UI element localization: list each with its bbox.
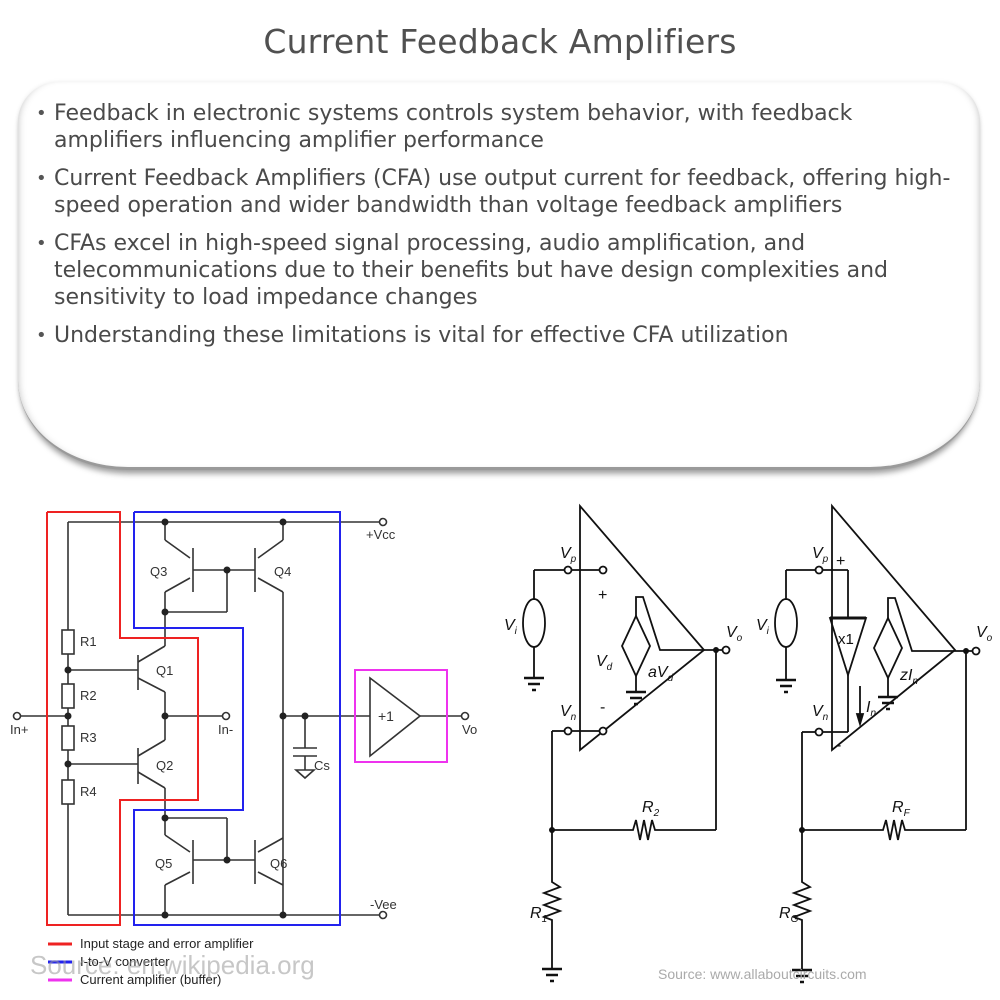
cfa-vo-label: Vo <box>976 624 993 644</box>
vfa-r2-label: R2 <box>642 799 660 819</box>
buffer-gain-label: +1 <box>378 708 394 724</box>
bullet-item: Current Feedback Amplifiers (CFA) use ou… <box>36 165 966 219</box>
r3-label: R3 <box>80 730 97 745</box>
legend-label: Input stage and error amplifier <box>80 936 254 951</box>
vfa-vi-label: Vi <box>504 617 518 637</box>
vfa-vd-label: Vd <box>596 653 613 673</box>
cfa-rf-label: RF <box>892 799 911 819</box>
bullet-list: Feedback in electronic systems controls … <box>36 100 966 360</box>
legend-label: I-to-V converter <box>80 954 170 969</box>
page-title: Current Feedback Amplifiers <box>263 22 737 61</box>
in-plus-label: In+ <box>10 722 28 737</box>
cfa-rg-label: RG <box>779 905 799 925</box>
cfa-plus-label: + <box>836 553 845 570</box>
cfa-buffer-label: x1 <box>838 631 854 648</box>
q6-label: Q6 <box>270 856 287 871</box>
q2-label: Q2 <box>156 758 173 773</box>
source-watermark: Source: www.allaboutcircuits.com <box>658 966 867 982</box>
cfa-transistor-schematic: +Vcc -Vee Q3 Q4 Q1 Q2 Q5 Q6 R1 R2 R3 R4 … <box>10 511 477 987</box>
q1-label: Q1 <box>156 663 173 678</box>
r2-label: R2 <box>80 688 97 703</box>
vcc-label: +Vcc <box>366 527 396 542</box>
source-watermark: Source: en.wikipedia.org <box>30 950 315 980</box>
in-minus-label: In- <box>218 722 233 737</box>
bullet-item: Understanding these limitations is vital… <box>36 322 966 349</box>
vfa-vp-label: Vp <box>560 545 577 565</box>
bullet-item: Feedback in electronic systems controls … <box>36 100 966 154</box>
vfa-gain-label: aVd <box>648 664 674 684</box>
vfa-plus-label: + <box>598 587 607 604</box>
cfa-in-label: In <box>866 699 876 719</box>
amplifier-models: Vp Vi Vd aVd Vo Vn + - R2 R1 Vp + Vi x1 … <box>504 503 993 984</box>
legend-label: Current amplifier (buffer) <box>80 972 221 987</box>
cfa-gain-label: zIn <box>899 667 918 687</box>
q3-label: Q3 <box>150 564 167 579</box>
bullet-item: CFAs excel in high-speed signal processi… <box>36 230 966 311</box>
cs-label: Cs <box>314 758 330 773</box>
vee-label: -Vee <box>370 897 397 912</box>
r4-label: R4 <box>80 784 97 799</box>
q5-label: Q5 <box>155 856 172 871</box>
cfa-vp-label: Vp <box>812 545 829 565</box>
vfa-vo-label: Vo <box>726 624 743 644</box>
q4-label: Q4 <box>274 564 291 579</box>
cfa-vi-label: Vi <box>756 617 770 637</box>
vfa-vn-label: Vn <box>560 703 577 723</box>
r1-label: R1 <box>80 634 97 649</box>
vfa-r1-label: R1 <box>530 905 547 925</box>
cfa-minus-label: - <box>836 737 841 754</box>
vo-label: Vo <box>462 722 477 737</box>
vfa-minus-label: - <box>600 699 605 716</box>
cfa-vn-label: Vn <box>812 703 829 723</box>
